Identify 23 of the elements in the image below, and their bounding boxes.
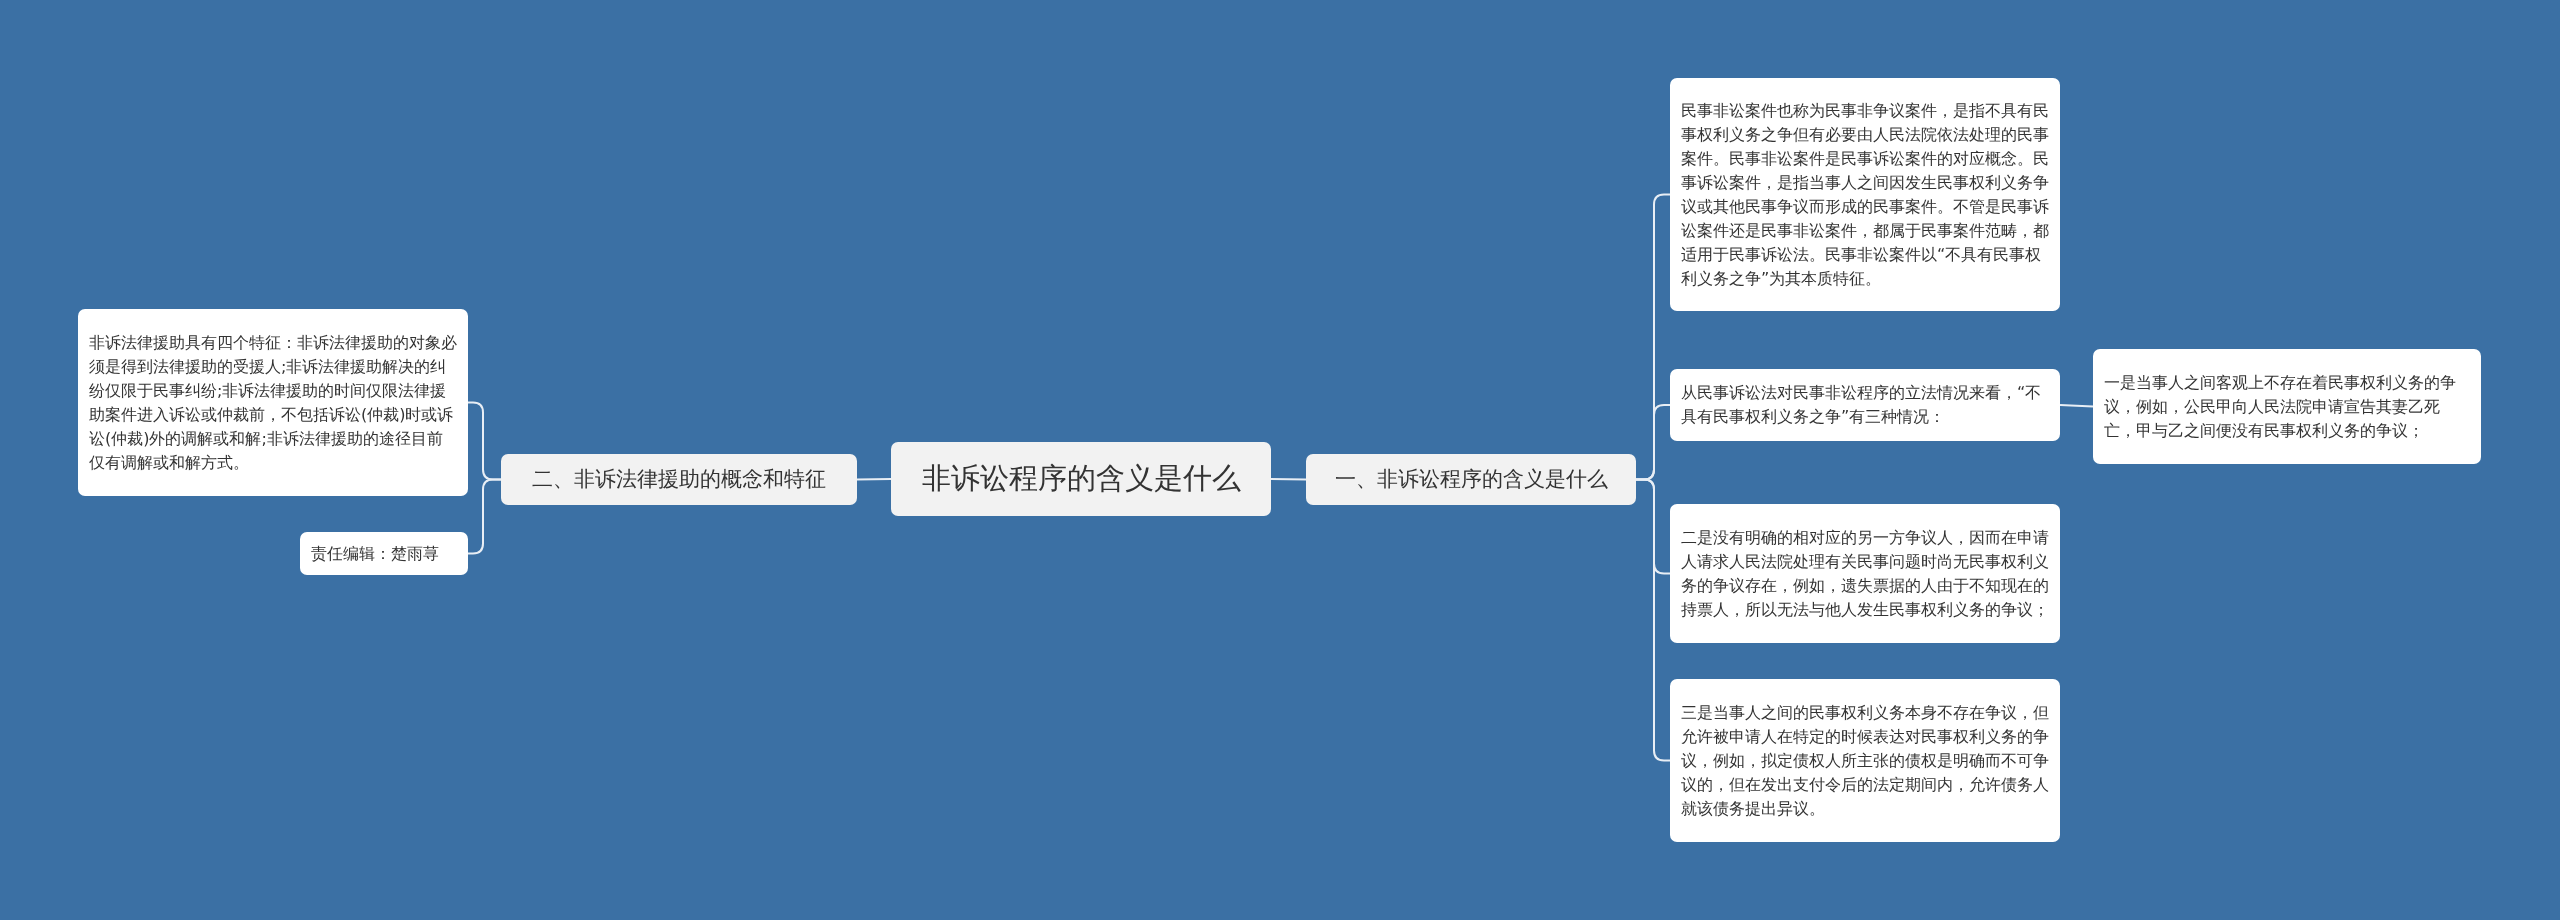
note-box [1670,369,2060,441]
note-box [1670,504,2060,643]
node-text: 一、非诉讼程序的含义是什么 [1334,465,1608,493]
note-box [78,309,468,496]
note-box [2093,349,2481,464]
node-text: 一是当事人之间客观上不存在着民事权利义务的争议，例如，公民甲向人民法院申请宣告其妻乙死亡，甲与乙之间便没有民事权利义务的争议； [2104,371,2457,442]
note-box [1670,78,2060,311]
branch-box [1306,454,1636,505]
connector-line [2059,404,2094,408]
node-text: 非诉讼程序的含义是什么 [921,460,1241,498]
node-text: 三是当事人之间的民事权利义务本身不存在争议，但允许被申请人在特定的时候表达对民事权利义务的争议，例如，拟定债权人所主张的债权是明确而不可争议的，但在发出支付令后的法定期间内，允许债务人就该债务提出异议。 [1681,701,2049,820]
node-text: 责任编辑：楚雨荨 [311,542,439,565]
node-text: 非诉法律援助具有四个特征：非诉法律援助的对象必须是得到法律援助的受援人;非诉法律援助解决的纠纷仅限于民事纠纷;非诉法律援助的时间仅限法律援助案件进入诉讼或仲裁前，不包括诉讼(仲裁)时或诉讼(仲裁)外的调解或和解;非诉法律援助的途径目前仅有调解或和解方式。 [89,331,457,474]
topic-box [891,442,1271,516]
branch-box [501,454,857,505]
node-text: 民事非讼案件也称为民事非争议案件，是指不具有民事权利义务之争但有必要由人民法院依法处理的民事案件。民事非讼案件是民事诉讼案件的对应概念。民事诉讼案件，是指当事人之间因发生民事权利义务争议或其他民事争议而形成的民事案件。不管是民事诉讼案件还是民事非讼案件，都属于民事案件范畴，都适用于民事诉讼法。民事非讼案件以“不具有民事权利义务之争”为其本质特征。 [1681,99,2049,290]
node-text: 二是没有明确的相对应的另一方争议人，因而在申请人请求人民法院处理有关民事问题时尚无民事权利义务的争议存在，例如，遗失票据的人由于不知现在的持票人，所以无法与他人发生民事权利义务的争议； [1681,526,2049,621]
connector-line [1270,478,1307,481]
connector-line [856,478,892,481]
note-box [1670,679,2060,842]
note-box [300,532,468,575]
node-text: 二、非诉法律援助的概念和特征 [532,465,826,493]
node-text: 从民事诉讼法对民事非讼程序的立法情况来看，“不具有民事权利义务之争”有三种情况： [1681,382,2043,428]
